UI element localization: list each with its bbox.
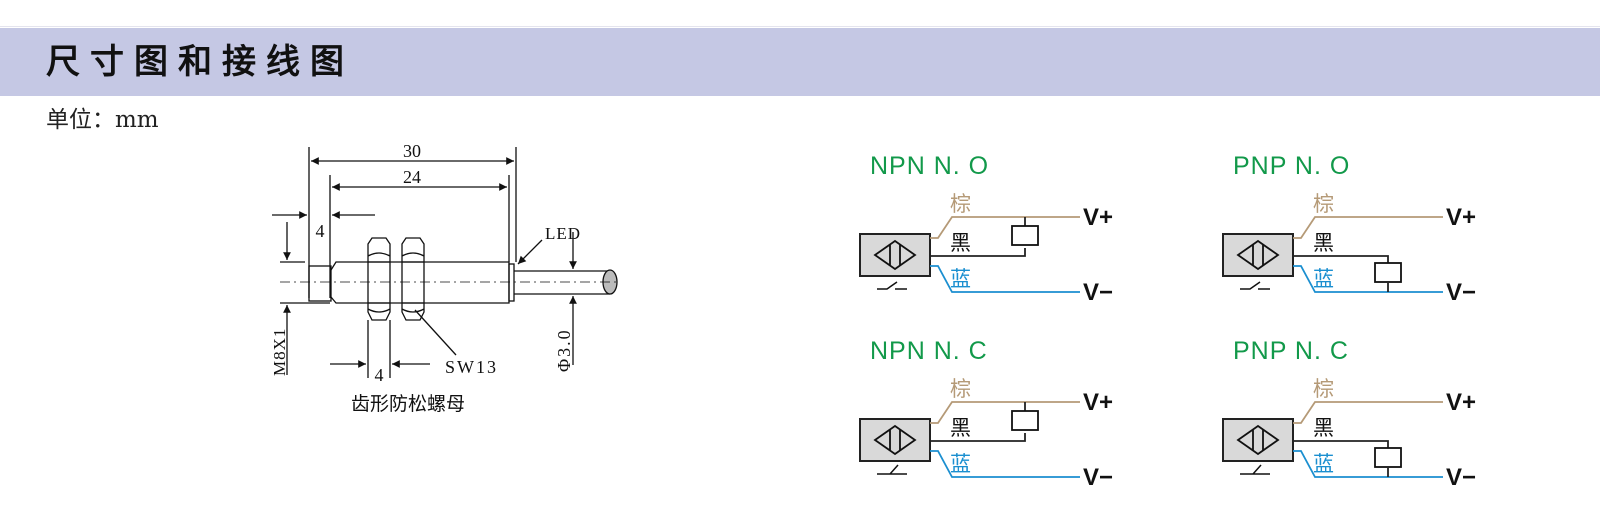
dim-4-nut-label: 4: [375, 365, 384, 385]
v-plus-label: V+: [1446, 389, 1476, 416]
load-icon: [1374, 447, 1402, 468]
dim-30-label: 30: [403, 141, 421, 161]
wiring-diagram-pnp-no: PNP N. O 棕黑蓝 V+ V−: [1222, 152, 1476, 306]
sensor-symbol-icon: [1236, 424, 1280, 456]
wire-label-blue: 蓝: [950, 452, 971, 476]
led-ring: [508, 263, 515, 302]
wire-label-brown: 棕: [950, 192, 971, 216]
phi3-label: Φ3.0: [554, 328, 574, 372]
brown-wire: [1293, 401, 1443, 424]
wiring-title: NPN N. C: [870, 337, 988, 365]
wire-label-brown: 棕: [950, 377, 971, 401]
section-title: 尺寸图和接线图: [46, 42, 354, 82]
brown-wire: [1293, 216, 1443, 239]
blue-wire: [1293, 450, 1443, 478]
v-plus-label: V+: [1446, 204, 1476, 231]
sw13-label: SW13: [445, 357, 498, 377]
blue-wire: [930, 265, 1080, 293]
load-icon: [1374, 262, 1402, 283]
nc-switch-icon: [1240, 464, 1270, 475]
sensor-symbol-icon: [873, 239, 917, 271]
m8-label: M8X1: [270, 328, 289, 376]
section-header: 尺寸图和接线图: [0, 28, 1600, 96]
sensor-tip: [308, 265, 332, 302]
wire-label-black: 黑: [950, 231, 971, 255]
hex-nut: [367, 237, 391, 321]
nc-switch-icon: [877, 464, 907, 475]
brown-wire: [930, 216, 1080, 239]
wire-label-blue: 蓝: [1313, 267, 1334, 291]
dim-24-label: 24: [403, 167, 421, 187]
wire-label-brown: 棕: [1313, 377, 1334, 401]
top-rule: [0, 26, 1600, 27]
wiring-title: PNP N. C: [1233, 337, 1349, 365]
v-minus-label: V−: [1083, 279, 1113, 306]
wiring-diagram-pnp-nc: PNP N. C 棕黑蓝 V+ V−: [1222, 337, 1476, 491]
load-icon: [1011, 410, 1039, 431]
sensor-symbol-icon: [873, 424, 917, 456]
load-icon: [1011, 225, 1039, 246]
blue-wire: [930, 450, 1080, 478]
blue-wire: [1293, 265, 1443, 293]
black-wire: [930, 217, 1026, 257]
wire-label-brown: 棕: [1313, 192, 1334, 216]
nut-caption: 齿形防松螺母: [351, 393, 465, 415]
wire-label-blue: 蓝: [950, 267, 971, 291]
v-minus-label: V−: [1446, 279, 1476, 306]
v-plus-label: V+: [1083, 204, 1113, 231]
wire-label-black: 黑: [950, 416, 971, 440]
wire-label-black: 黑: [1313, 231, 1334, 255]
wiring-title: PNP N. O: [1233, 152, 1350, 180]
no-switch-icon: [1240, 281, 1270, 290]
led-label: LED: [545, 224, 581, 243]
dim-4-tip-label: 4: [316, 221, 325, 241]
brown-wire: [930, 401, 1080, 424]
black-wire: [1293, 255, 1389, 292]
wire-label-blue: 蓝: [1313, 452, 1334, 476]
wiring-diagram-npn-no: NPN N. O 棕黑蓝 V+ V−: [859, 152, 1113, 306]
sw-leader: [414, 309, 457, 356]
v-minus-label: V−: [1083, 464, 1113, 491]
led-leader: [517, 239, 543, 265]
wiring-diagram-npn-nc: NPN N. C 棕黑蓝 V+ V−: [859, 337, 1113, 491]
sensor-symbol-icon: [1236, 239, 1280, 271]
black-wire: [930, 402, 1026, 442]
v-plus-label: V+: [1083, 389, 1113, 416]
v-minus-label: V−: [1446, 464, 1476, 491]
black-wire: [1293, 440, 1389, 477]
no-switch-icon: [877, 281, 907, 290]
wiring-title: NPN N. O: [870, 152, 989, 180]
sensor-body: [330, 261, 510, 304]
unit-label: 单位：mm: [46, 107, 159, 133]
hex-nut: [401, 237, 425, 321]
wire-label-black: 黑: [1313, 416, 1334, 440]
